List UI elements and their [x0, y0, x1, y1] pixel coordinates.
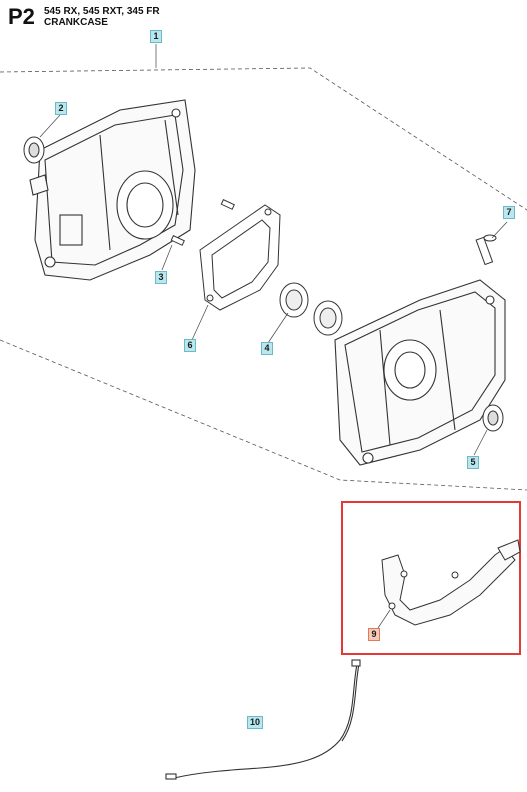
callout-3[interactable]: 3 — [155, 271, 167, 284]
leader-line-6 — [191, 304, 209, 341]
leader-line-2 — [39, 114, 61, 138]
guide-pins — [170, 198, 235, 246]
seal-ring-left — [23, 136, 45, 164]
leader-line-7 — [491, 221, 508, 239]
callout-2[interactable]: 2 — [55, 102, 67, 115]
callout-4[interactable]: 4 — [261, 342, 273, 355]
bracket — [381, 539, 521, 626]
callout-5[interactable]: 5 — [467, 456, 479, 469]
crankcase-left-half — [29, 99, 196, 281]
model-list: 545 RX, 545 RXT, 345 FR — [44, 6, 160, 17]
page-code: P2 — [8, 4, 35, 29]
callout-1[interactable]: 1 — [150, 30, 162, 43]
cable — [165, 659, 361, 780]
callout-10[interactable]: 10 — [247, 716, 264, 729]
callout-9[interactable]: 9 — [368, 628, 380, 641]
crankcase-right-half — [334, 279, 506, 466]
leader-line-3 — [161, 244, 173, 271]
assembly-boundary — [0, 67, 527, 491]
highlight-box — [341, 501, 521, 655]
leader-line-5 — [473, 429, 488, 456]
gasket — [199, 204, 281, 311]
callout-6[interactable]: 6 — [184, 339, 196, 352]
leader-line-9 — [377, 609, 391, 629]
bearings — [279, 282, 343, 336]
screw — [475, 234, 497, 266]
callout-7[interactable]: 7 — [503, 206, 515, 219]
seal-ring-right — [482, 404, 504, 432]
section-title: CRANKCASE — [44, 17, 108, 28]
leader-line-4 — [267, 312, 289, 344]
